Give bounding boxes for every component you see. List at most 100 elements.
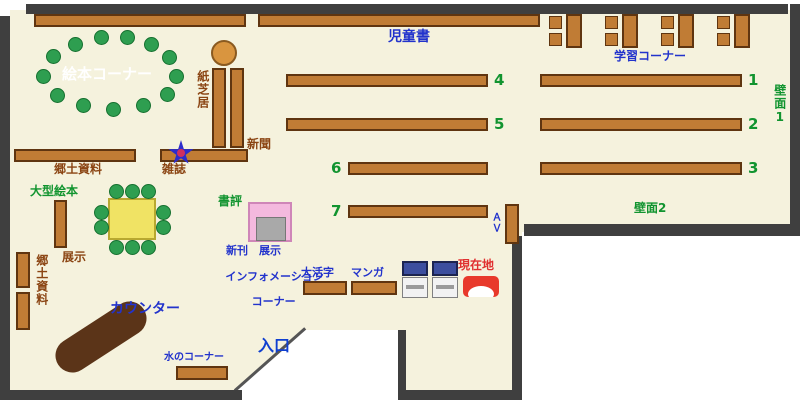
floor-low-a — [10, 302, 406, 330]
chair-icon — [109, 184, 124, 199]
label-counter: カウンター — [110, 301, 180, 317]
chair-icon — [141, 184, 156, 199]
terminal-screen — [402, 261, 428, 276]
study-chair-icon — [717, 16, 730, 29]
round-table-icon — [211, 40, 237, 66]
chair-icon — [125, 184, 140, 199]
local-materials-side-shelf — [16, 292, 30, 330]
study-desk — [566, 14, 582, 48]
wall-right-lower — [512, 236, 522, 392]
kamishibai-shelf — [230, 68, 244, 148]
label-children-books: 児童書 — [388, 29, 430, 45]
current-location-marker — [463, 276, 499, 297]
shelf-number-2: 2 — [748, 115, 759, 133]
label-large-picture-books: 大型絵本 — [30, 184, 79, 198]
bookshelf-1 — [540, 74, 742, 87]
chair-icon — [144, 37, 159, 52]
study-chair-icon — [661, 33, 674, 46]
wall-left — [0, 16, 10, 392]
shelf-number-1: 1 — [748, 71, 759, 89]
label-manga: マンガ — [351, 266, 384, 279]
chair-icon — [109, 240, 124, 255]
label-kamishibai: 紙芝居 — [195, 70, 210, 109]
chair-icon — [169, 69, 184, 84]
label-picture-book-corner: 絵本コーナー — [62, 65, 153, 83]
wall-2-segment — [524, 224, 790, 236]
terminal-screen — [432, 261, 458, 276]
study-desk — [734, 14, 750, 48]
exhibit-stand — [256, 217, 286, 241]
chair-icon — [50, 88, 65, 103]
chair-icon — [136, 98, 151, 113]
label-exhibit-small: 展示 — [62, 250, 87, 264]
shelf-number-3: 3 — [748, 159, 759, 177]
chair-icon — [141, 240, 156, 255]
label-information-line1: インフォメーション — [225, 269, 324, 283]
label-information-corner: インフォメーション コーナー — [210, 258, 324, 321]
large-picture-book-shelf — [54, 200, 67, 248]
bookshelf-3 — [540, 162, 742, 175]
av-shelf — [505, 204, 519, 244]
wall-corridor-bottom — [398, 390, 522, 400]
wall-right — [790, 4, 800, 236]
wall-shelf-top-left — [34, 14, 246, 27]
label-information-line2: コーナー — [251, 294, 296, 308]
chair-icon — [162, 50, 177, 65]
local-materials-side-shelf — [16, 252, 30, 288]
chair-icon — [94, 30, 109, 45]
opac-terminal-icon — [402, 261, 428, 298]
exhibit-table — [248, 202, 292, 242]
wall-corridor-left — [398, 330, 406, 392]
chair-icon — [36, 69, 51, 84]
shelf-number-7: 7 — [331, 202, 342, 220]
kamishibai-shelf — [212, 68, 226, 148]
label-wall-1: 壁面1 — [772, 84, 787, 125]
chair-icon — [156, 205, 171, 220]
bookshelf-5 — [286, 118, 488, 131]
study-desk — [622, 14, 638, 48]
chair-icon — [68, 37, 83, 52]
terminal-slot — [406, 285, 424, 289]
bookshelf-6 — [348, 162, 488, 175]
wall-shelf-top-right — [258, 14, 540, 27]
chair-icon — [46, 49, 61, 64]
chair-icon — [94, 205, 109, 220]
chair-icon — [156, 220, 171, 235]
study-chair-icon — [605, 16, 618, 29]
label-local-materials-side: 郷土資料 — [34, 254, 49, 306]
label-large-print: 大活字 — [301, 266, 334, 279]
floor-corridor — [406, 302, 512, 392]
label-current-location: 現在地 — [458, 258, 495, 272]
wall-bottom-left — [0, 390, 242, 400]
terminal-slot — [436, 285, 454, 289]
bookshelf-4 — [286, 74, 488, 87]
study-chair-icon — [549, 16, 562, 29]
label-local-materials-upper: 郷土資料 — [54, 162, 103, 176]
chair-icon — [125, 240, 140, 255]
label-study-corner: 学習コーナー — [614, 49, 687, 63]
label-av: ＡＶ — [489, 212, 501, 234]
study-chair-icon — [661, 16, 674, 29]
chair-icon — [120, 30, 135, 45]
chair-icon — [160, 87, 175, 102]
label-water-corner: 水のコーナー — [164, 352, 224, 363]
water-corner-shelf — [176, 366, 228, 380]
opac-terminal-icon — [432, 261, 458, 298]
bookshelf-7 — [348, 205, 488, 218]
shelf-number-5: 5 — [494, 115, 505, 133]
star-center-dot — [177, 149, 185, 157]
study-chair-icon — [717, 33, 730, 46]
label-newspaper: 新聞 — [247, 137, 272, 151]
label-magazine: 雑誌 — [162, 162, 187, 176]
large-print-shelf — [303, 281, 347, 295]
shelf-number-4: 4 — [494, 71, 505, 89]
chair-icon — [94, 220, 109, 235]
local-materials-shelf — [14, 149, 136, 162]
label-new-books-exhibit: 新刊 展示 — [226, 244, 281, 257]
wall-top — [26, 4, 788, 14]
label-wall-2: 壁面2 — [634, 201, 667, 215]
chair-icon — [106, 102, 121, 117]
manga-shelf — [351, 281, 397, 295]
reading-table — [108, 198, 156, 240]
